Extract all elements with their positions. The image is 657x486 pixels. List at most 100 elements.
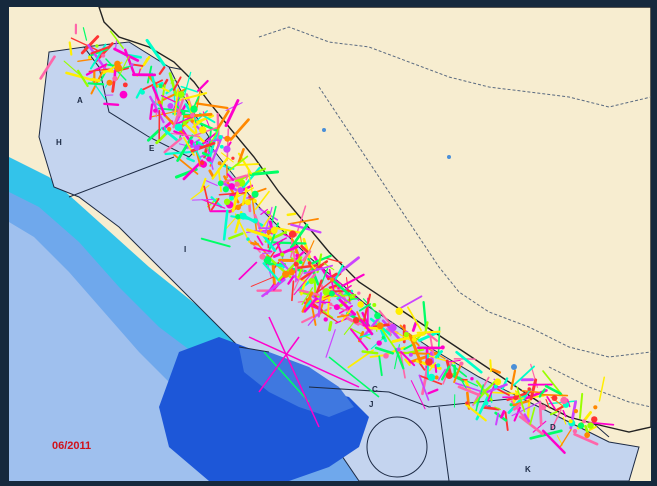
track-segment <box>183 71 192 96</box>
track-segment <box>116 55 130 81</box>
track-marker <box>252 198 257 203</box>
fishing-tracks-map[interactable]: A E H I J K C D 06/2011 <box>9 7 651 481</box>
track-segment <box>544 384 562 395</box>
date-stamp: 06/2011 <box>52 440 92 452</box>
track-segment <box>480 380 496 395</box>
track-marker <box>223 145 231 153</box>
track-segment <box>584 424 590 435</box>
track-segment <box>434 350 443 359</box>
track-segment <box>80 35 100 55</box>
track-segment <box>160 94 177 103</box>
track-segment <box>291 280 295 302</box>
track-segment <box>302 250 312 262</box>
track-segment <box>408 333 423 364</box>
track-segment <box>434 364 438 373</box>
track-segment <box>254 190 270 210</box>
track-marker <box>237 187 244 194</box>
track-segment <box>320 311 338 323</box>
track-segment <box>226 128 230 161</box>
track-segment-long <box>263 351 310 403</box>
track-segment <box>336 314 350 318</box>
track-segment <box>512 365 535 387</box>
track-segment <box>87 82 105 86</box>
track-marker <box>459 361 464 366</box>
track-marker <box>551 395 558 401</box>
track-segment <box>394 348 405 370</box>
track-segment <box>178 143 187 147</box>
track-segment <box>272 245 299 258</box>
track-marker <box>352 317 360 324</box>
track-segment <box>200 237 231 248</box>
track-marker <box>270 226 278 234</box>
track-segment <box>246 228 272 239</box>
track-marker <box>440 345 445 350</box>
track-segment <box>158 66 166 75</box>
track-segment <box>228 232 244 240</box>
track-marker <box>483 400 489 406</box>
track-segment <box>303 297 318 313</box>
track-segment <box>170 132 201 138</box>
track-segment <box>264 230 288 243</box>
track-marker <box>577 422 585 429</box>
track-segment <box>454 382 486 394</box>
track-marker <box>244 199 251 206</box>
track-segment <box>208 130 219 160</box>
track-marker <box>374 312 381 320</box>
track-segment <box>77 58 93 63</box>
track-segment <box>453 364 462 384</box>
track-marker <box>493 384 498 389</box>
track-marker <box>190 105 198 113</box>
track-marker <box>200 160 205 165</box>
track-segment <box>325 329 336 358</box>
track-marker <box>395 307 404 316</box>
track-segment <box>248 202 252 213</box>
track-segment <box>163 126 168 136</box>
track-marker <box>315 267 320 271</box>
track-segment <box>358 303 372 312</box>
track-marker <box>494 378 502 386</box>
track-segment <box>234 163 259 167</box>
zone-label-i: I <box>184 245 187 254</box>
track-segment <box>106 63 116 67</box>
track-marker <box>282 270 290 278</box>
track-segment <box>145 38 166 67</box>
track-segment <box>211 157 229 180</box>
track-segment <box>459 376 468 390</box>
track-segment <box>165 87 174 95</box>
track-segment <box>511 401 541 417</box>
track-marker <box>509 403 513 407</box>
track-segment <box>339 305 353 314</box>
track-segment <box>286 212 297 217</box>
track-segment <box>208 169 215 178</box>
track-segment <box>91 77 101 83</box>
track-segment <box>192 198 214 201</box>
track-marker <box>222 186 229 193</box>
track-marker <box>513 395 519 401</box>
track-segment <box>416 330 441 334</box>
track-segment <box>190 184 210 200</box>
track-segment <box>529 378 538 401</box>
track-marker <box>114 60 121 68</box>
track-segment <box>402 348 425 355</box>
track-segment <box>201 198 226 209</box>
track-segment <box>513 406 522 422</box>
track-segment <box>300 244 309 253</box>
track-segment <box>195 89 201 111</box>
track-segment <box>512 399 530 407</box>
track-segment <box>324 257 343 264</box>
track-segment <box>338 298 357 316</box>
country-borders <box>258 26 651 408</box>
track-segment <box>588 421 615 426</box>
track-segment <box>455 350 483 374</box>
track-segment <box>88 48 109 58</box>
track-segment <box>422 300 428 330</box>
track-marker <box>470 377 474 381</box>
track-segment <box>149 95 165 124</box>
track-segment <box>542 370 564 397</box>
track-segment <box>208 128 212 157</box>
track-marker <box>333 304 340 311</box>
track-segment <box>180 108 184 116</box>
track-segment <box>277 256 303 282</box>
track-marker <box>593 405 598 410</box>
track-segment <box>241 187 248 206</box>
